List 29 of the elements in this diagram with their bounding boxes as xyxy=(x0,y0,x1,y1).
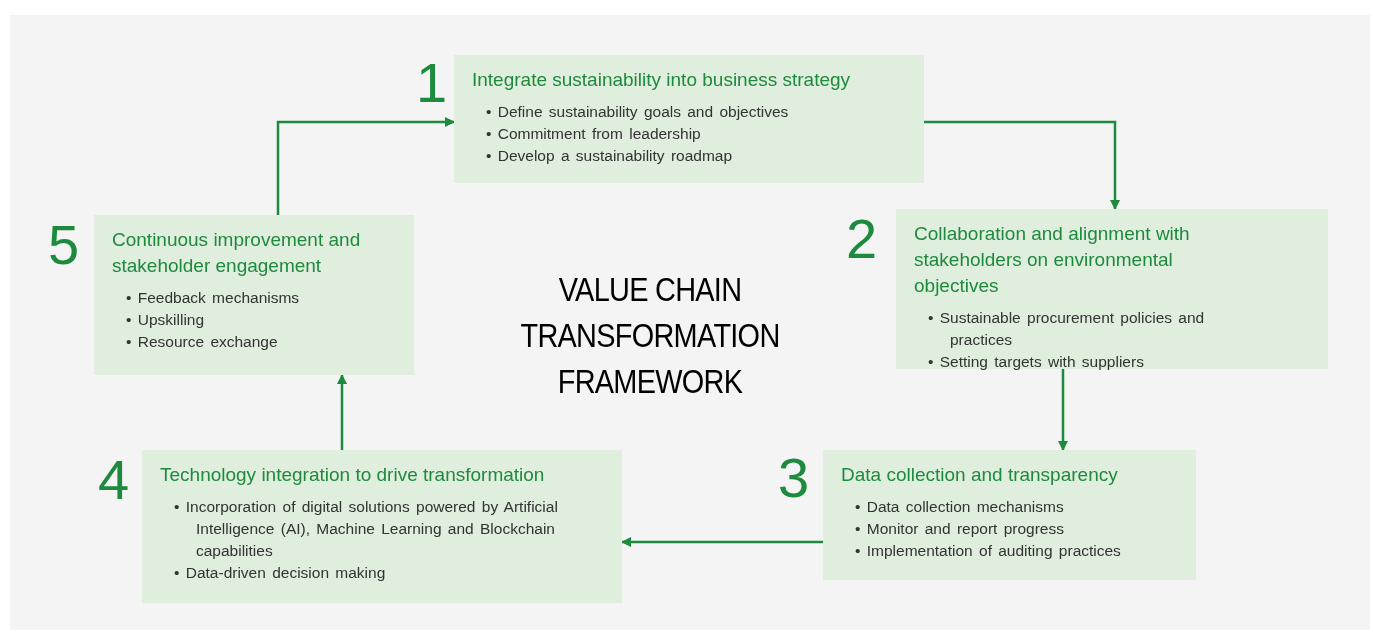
bullet-item: • Commitment from leadership xyxy=(486,124,702,144)
arrow xyxy=(621,537,823,547)
bullet-item: • Define sustainability goals and objectives xyxy=(486,102,790,122)
bullet-item: • Incorporation of digital solutions powered by Artificial Intelligence (AI), Machine Learning and Blockchain capabilities xyxy=(174,497,559,561)
step-heading: Collaboration and alignment with stakeholders on environmental objectives xyxy=(914,222,1191,298)
arrow xyxy=(337,374,347,450)
diagram-title: VALUE CHAIN TRANSFORMATION FRAMEWORK xyxy=(519,269,781,402)
bullet-item: • Upskilling xyxy=(126,310,206,330)
step-number: 2 xyxy=(846,211,878,267)
bullet-item: • Data-driven decision making xyxy=(174,563,387,583)
step-heading: Integrate sustainability into business strategy xyxy=(472,68,852,92)
step-heading: Technology integration to drive transformation xyxy=(160,463,546,487)
bullet-item: • Feedback mechanisms xyxy=(126,288,301,308)
bullet-item: • Data collection mechanisms xyxy=(855,497,1065,517)
step-heading: Continuous improvement and stakeholder engagement xyxy=(112,228,362,278)
bullet-item: • Sustainable procurement policies and practices xyxy=(928,308,1206,350)
arrow xyxy=(1058,369,1068,451)
bullet-item: • Implementation of auditing practices xyxy=(855,541,1122,561)
bullet-item: • Monitor and report progress xyxy=(855,519,1065,539)
step-number: 4 xyxy=(98,452,130,508)
bullet-item: • Develop a sustainability roadmap xyxy=(486,146,734,166)
bullet-item: • Resource exchange xyxy=(126,332,279,352)
arrow xyxy=(276,117,455,215)
step-number: 3 xyxy=(778,450,810,506)
step-number: 5 xyxy=(48,217,80,273)
step-heading: Data collection and transparency xyxy=(841,463,1119,487)
step-number: 1 xyxy=(416,55,448,111)
bullet-item: • Setting targets with suppliers xyxy=(928,352,1145,372)
arrow xyxy=(924,120,1120,210)
